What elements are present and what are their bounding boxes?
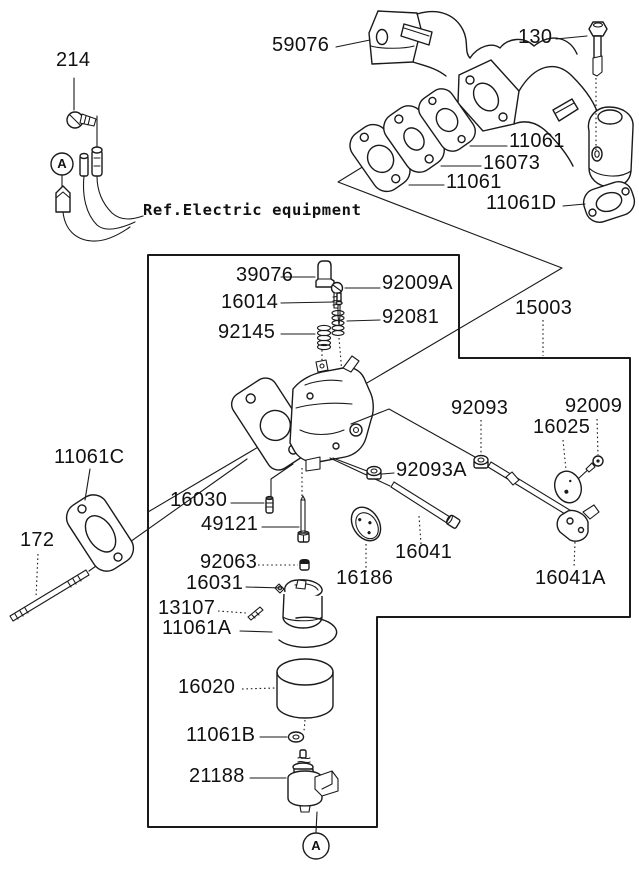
part-label-92063: 92063 [200, 551, 258, 573]
view-ref-a-bottom: A [311, 838, 321, 853]
part-label-16186: 16186 [336, 567, 394, 589]
part-label-11061-lower: 11061 [446, 171, 502, 193]
part-label-172: 172 [20, 529, 55, 551]
part-label-16031: 16031 [186, 572, 244, 594]
part-label-92009: 92009 [565, 395, 623, 417]
part-label-11061-upper: 11061 [509, 130, 565, 152]
part-label-11061C: 11061C [54, 446, 125, 468]
part-label-92093: 92093 [451, 397, 509, 419]
part-label-59076: 59076 [272, 34, 330, 56]
part-label-16020: 16020 [178, 676, 236, 698]
bolt-130-drawing [588, 21, 608, 150]
part-label-130: 130 [518, 26, 553, 48]
part-label-92145: 92145 [218, 321, 276, 343]
left-gasket-stud-drawing [9, 458, 248, 622]
part-label-92009A: 92009A [382, 272, 453, 294]
leader-lines [217, 35, 588, 779]
part-label-92093A: 92093A [396, 459, 467, 481]
part-label-16030: 16030 [170, 489, 228, 511]
part-label-11061B: 11061B [186, 724, 256, 746]
part-label-92081: 92081 [382, 306, 440, 328]
part-label-39076: 39076 [236, 264, 294, 286]
part-label-16073: 16073 [483, 152, 541, 174]
electric-equipment-drawing [50, 77, 144, 242]
throttle-shaft-drawing [350, 408, 604, 569]
part-label-16014: 16014 [221, 291, 279, 313]
part-label-21188: 21188 [189, 765, 245, 787]
gasket-stack-drawing [349, 88, 636, 223]
bottom-parts-drawing [276, 658, 339, 860]
part-label-16025: 16025 [533, 416, 591, 438]
manifold-drawing [368, 10, 634, 188]
part-label-11061D: 11061D [486, 192, 557, 214]
view-ref-a-top: A [57, 156, 67, 171]
part-label-49121: 49121 [201, 513, 259, 535]
detail-box-outline [147, 254, 631, 828]
part-label-214: 214 [56, 49, 91, 71]
part-label-15003: 15003 [515, 297, 573, 319]
ref-electric-equipment-note: Ref.Electric equipment [143, 201, 362, 219]
carb-lower-parts-drawing [247, 457, 461, 648]
part-label-11061A: 11061A [162, 617, 232, 639]
part-label-13107: 13107 [158, 597, 216, 619]
carburetor-body-drawing [230, 355, 374, 472]
part-label-16041A: 16041A [535, 567, 606, 589]
carb-top-parts-drawing [315, 260, 345, 387]
part-label-16041: 16041 [395, 541, 453, 563]
